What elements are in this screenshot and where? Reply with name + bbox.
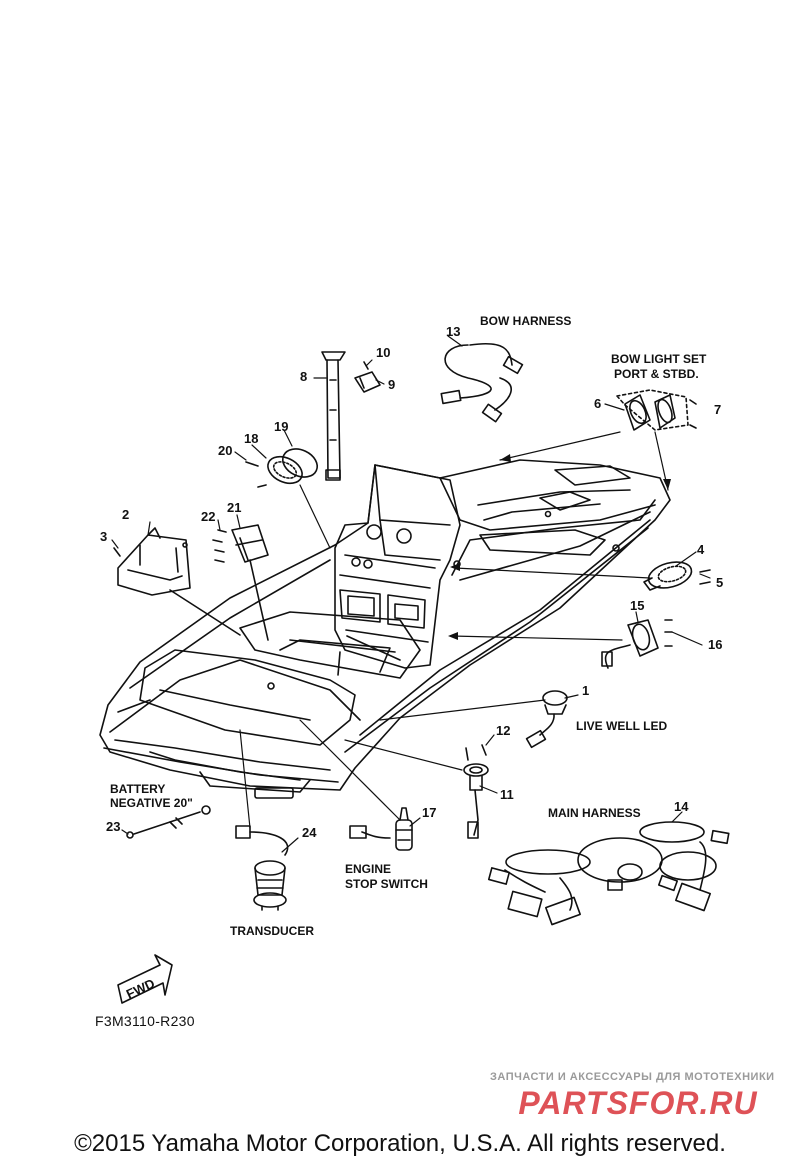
callout-19: 19	[274, 419, 289, 434]
label-transducer: TRANSDUCER	[230, 924, 314, 938]
label-live-well-led: LIVE WELL LED	[576, 719, 668, 733]
callout-3: 3	[100, 529, 108, 544]
label-main-harness: MAIN HARNESS	[548, 806, 641, 820]
callout-1: 1	[582, 683, 590, 698]
part-21-switch	[212, 524, 269, 641]
callout-16: 16	[708, 637, 723, 652]
part-18-19-speaker	[245, 448, 319, 488]
part-17-stop-switch	[349, 807, 413, 851]
callout-22: 22	[201, 509, 216, 524]
figure-code: F3M3110-R230	[95, 1013, 195, 1029]
callout-6: 6	[594, 396, 602, 411]
callout-4: 4	[697, 542, 705, 557]
leader-lines	[111, 335, 711, 853]
part-24-transducer	[235, 825, 289, 911]
callout-17: 17	[422, 805, 437, 820]
copyright-notice: ©2015 Yamaha Motor Corporation, U.S.A. A…	[74, 1130, 726, 1157]
part-4-speaker	[643, 561, 711, 591]
label-battery: BATTERY	[110, 782, 166, 796]
label-port-stbd: PORT & STBD.	[614, 367, 699, 381]
part-11-fitting	[463, 744, 489, 839]
callout-15: 15	[630, 598, 645, 613]
callout-12: 12	[496, 723, 511, 738]
watermark-tagline: ЗАПЧАСТИ И АКСЕССУАРЫ ДЛЯ МОТОТЕХНИКИ	[490, 1071, 775, 1083]
callout-18: 18	[244, 431, 259, 446]
part-6-bow-light	[616, 389, 697, 431]
part-15-light	[601, 619, 673, 669]
callout-10: 10	[376, 345, 391, 360]
label-engine: ENGINE	[345, 862, 392, 876]
callout-13: 13	[446, 324, 461, 339]
watermark-logo: PARTSFOR.RU	[518, 1085, 757, 1121]
callout-23: 23	[106, 819, 121, 834]
label-bow-harness: BOW HARNESS	[480, 314, 572, 328]
callout-11: 11	[500, 787, 514, 802]
callout-21: 21	[227, 500, 242, 515]
part-14-main-harness	[487, 821, 730, 926]
callout-8: 8	[300, 369, 308, 384]
part-1-live-well-led	[525, 690, 568, 749]
boat-hull	[99, 459, 671, 799]
label-stop-switch: STOP SWITCH	[345, 877, 428, 891]
part-13-bow-harness	[440, 343, 524, 423]
part-9-bracket	[354, 371, 381, 393]
callout-24: 24	[302, 825, 317, 840]
part-23-battery-cable	[126, 805, 211, 839]
watermark-logo-text: PARTSFOR.RU	[518, 1085, 757, 1121]
callout-2: 2	[122, 507, 130, 522]
fwd-arrow: FWD	[117, 954, 173, 1004]
label-bow-light-set: BOW LIGHT SET	[611, 352, 707, 366]
arrowheads	[448, 454, 671, 640]
callout-20: 20	[218, 443, 233, 458]
label-negative-20: NEGATIVE 20"	[110, 796, 193, 810]
part-2-battery-box	[113, 527, 241, 636]
part-8-antenna	[321, 351, 346, 481]
helm-console	[334, 464, 461, 669]
callout-9: 9	[388, 377, 396, 392]
callout-14: 14	[674, 799, 689, 814]
callout-5: 5	[716, 575, 724, 590]
callout-7: 7	[714, 402, 722, 417]
